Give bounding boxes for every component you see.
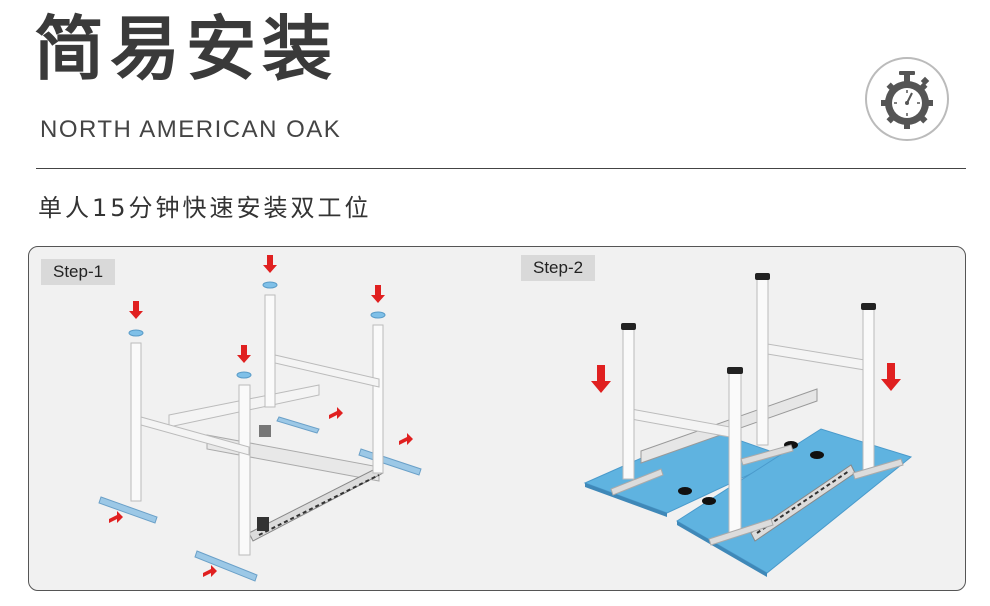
step-1-illustration <box>98 255 422 582</box>
page-subtitle-en: NORTH AMERICAN OAK <box>40 116 342 143</box>
step-1-label: Step-1 <box>41 259 116 285</box>
step-2-label: Step-2 <box>521 255 596 281</box>
step-2-illustration <box>583 273 913 577</box>
red-arrow-icon <box>109 255 413 577</box>
install-description: 单人15分钟快速安装双工位 <box>38 194 372 222</box>
header-divider <box>36 168 966 169</box>
stopwatch-gear-icon <box>864 56 950 142</box>
page-title: 简易安装 <box>34 8 338 90</box>
steps-panel: Step-1 Step-2 <box>28 246 966 591</box>
red-down-arrow-icon <box>591 363 901 393</box>
